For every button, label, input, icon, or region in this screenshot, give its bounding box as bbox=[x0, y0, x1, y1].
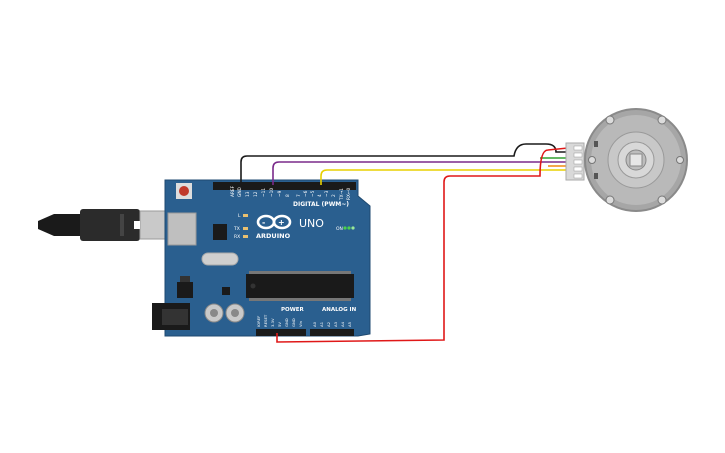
digital-header bbox=[213, 182, 356, 190]
led-on bbox=[343, 226, 347, 230]
arduino-board[interactable]: AREF GND 13 12 ~11 ~10 ~9 8 7 ~6 ~5 4 ~3… bbox=[152, 179, 371, 337]
power-pin-labels: IOREF RESET 3.3V 5V GND GND Vin bbox=[256, 314, 303, 327]
arduino-brand: ARDUINO bbox=[256, 232, 291, 240]
svg-text:-: - bbox=[262, 218, 265, 227]
usb-jack bbox=[167, 212, 197, 246]
atmega-microcontroller bbox=[246, 271, 354, 301]
pin-a3: A3 bbox=[333, 321, 338, 327]
pin-a4: A4 bbox=[340, 321, 345, 327]
pin-2: 2 bbox=[331, 194, 337, 197]
usb-cable-icon[interactable] bbox=[38, 209, 169, 241]
crystal bbox=[201, 252, 239, 266]
pin-10: ~10 bbox=[269, 188, 275, 197]
svg-text:+: + bbox=[278, 218, 285, 227]
led-l bbox=[243, 214, 248, 217]
wire-red-5v[interactable] bbox=[276, 147, 569, 343]
pin-13: 13 bbox=[245, 191, 251, 197]
wire-black-gnd[interactable] bbox=[240, 143, 568, 185]
power-header bbox=[256, 329, 306, 336]
led-rx-label: RX bbox=[234, 234, 240, 240]
pin-3: ~3 bbox=[324, 190, 330, 197]
pin-aref: AREF bbox=[230, 185, 236, 197]
led-l-label: L bbox=[238, 213, 241, 219]
pin-gnd: GND bbox=[237, 186, 243, 197]
pin-a5: A5 bbox=[347, 321, 352, 327]
wire-yellow-pin4[interactable] bbox=[320, 169, 568, 185]
pin-a1: A1 bbox=[319, 321, 324, 327]
arduino-logo: - + bbox=[256, 214, 292, 230]
voltage-regulator bbox=[177, 276, 193, 298]
pin-5: ~5 bbox=[310, 190, 316, 197]
analog-in-label: ANALOG IN bbox=[322, 307, 357, 313]
led-tx-label: TX bbox=[233, 226, 240, 232]
pin-gnd-2: GND bbox=[291, 318, 296, 327]
pin-5v: 5V bbox=[277, 322, 282, 327]
digital-pin-labels: AREF GND 13 12 ~11 ~10 ~9 8 7 ~6 ~5 4 ~3… bbox=[230, 185, 352, 201]
digital-pwm-label: DIGITAL (PWM~) bbox=[293, 201, 349, 208]
pin-6: ~6 bbox=[303, 190, 309, 197]
pin-a2: A2 bbox=[326, 321, 331, 327]
pin-a0: A0 bbox=[312, 321, 317, 327]
pin-0: RX←0 bbox=[346, 187, 352, 200]
capacitors bbox=[204, 303, 245, 323]
led-tx bbox=[243, 227, 248, 230]
led-rx bbox=[243, 235, 248, 238]
power-label: POWER bbox=[281, 307, 305, 313]
pin-11: ~11 bbox=[261, 188, 267, 197]
wires bbox=[240, 143, 569, 343]
pin-4: 4 bbox=[317, 194, 323, 197]
pin-7: 7 bbox=[296, 194, 302, 197]
pin-9: ~9 bbox=[277, 190, 283, 197]
analog-pin-labels: A0 A1 A2 A3 A4 A5 bbox=[312, 321, 352, 327]
pin-1: TX→1 bbox=[339, 188, 345, 201]
encoder-connector bbox=[565, 142, 585, 181]
analog-header bbox=[310, 329, 354, 336]
pin-3v3: 3.3V bbox=[270, 318, 275, 327]
encoder-motor-icon[interactable] bbox=[584, 108, 688, 212]
pin-gnd-1: GND bbox=[284, 318, 289, 327]
pin-vin: Vin bbox=[298, 320, 303, 327]
pin-12: 12 bbox=[253, 191, 259, 197]
uno-model: UNO bbox=[299, 217, 324, 230]
pin-reset: RESET bbox=[263, 314, 268, 327]
pin-ioref: IOREF bbox=[256, 316, 261, 327]
usb-chip bbox=[213, 224, 227, 240]
wire-purple-pin10[interactable] bbox=[272, 161, 568, 185]
reset-button[interactable] bbox=[176, 183, 192, 199]
pin-8: 8 bbox=[285, 194, 291, 197]
led-on-label: ON bbox=[336, 226, 343, 232]
power-jack bbox=[152, 303, 190, 330]
